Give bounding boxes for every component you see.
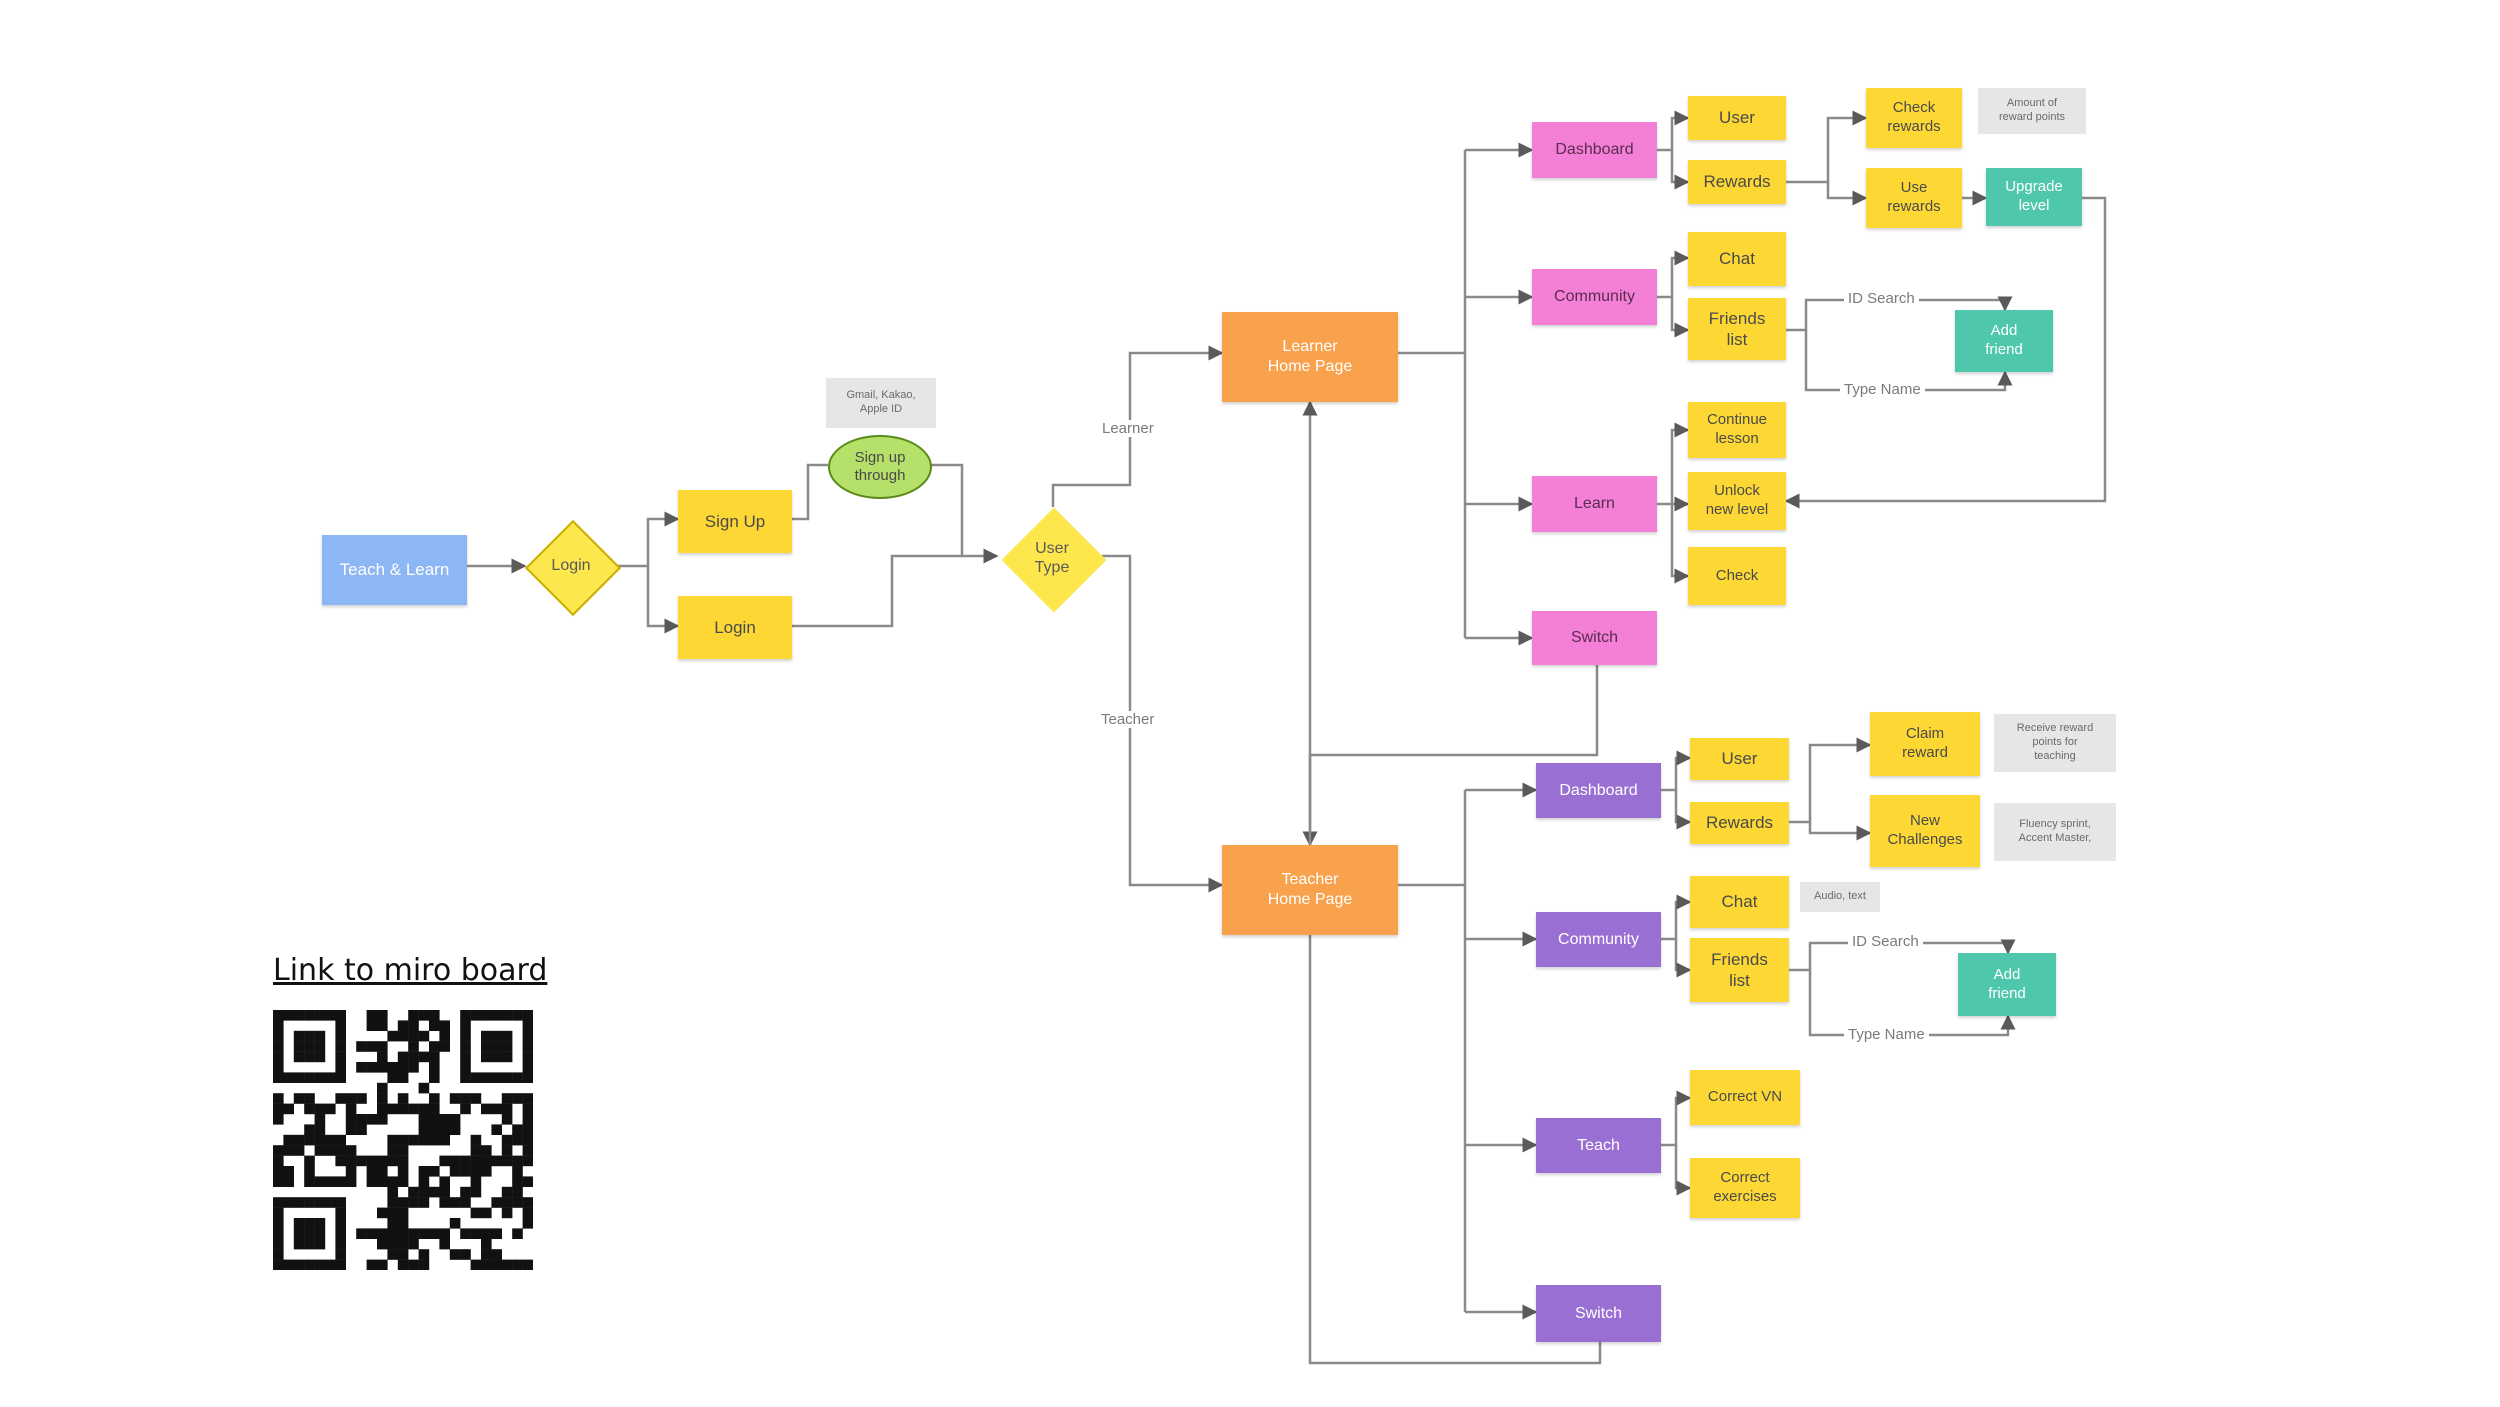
edge-t-rewards-new	[1808, 822, 1872, 841]
edge-login-login	[646, 566, 680, 634]
edge-l-dash-user	[1657, 110, 1690, 152]
teacher-rewards-node: Rewards	[1690, 802, 1789, 844]
teacher-edge-label: Teacher	[1097, 711, 1159, 728]
edge-l-rewards-check	[1786, 110, 1868, 184]
learner-community-node: Community	[1532, 269, 1657, 325]
learner-upgrade-level-node: Upgrade level	[1986, 168, 2082, 226]
learner-switch-node: Switch	[1532, 611, 1657, 665]
edge-loginbox-usertype	[792, 554, 962, 628]
teacher-switch-node: Switch	[1536, 1285, 1661, 1342]
login-node: Login	[678, 596, 792, 659]
edge-l-comm-chat	[1657, 250, 1690, 299]
learner-rewards-node: Rewards	[1688, 160, 1786, 204]
learner-id-search-label: ID Search	[1844, 290, 1919, 307]
teacher-home-node: Teacher Home Page	[1222, 845, 1398, 935]
edge-t-dash-rewards	[1674, 790, 1692, 830]
teacher-teach-node: Teach	[1536, 1118, 1661, 1173]
edge-usertype-learner	[1051, 345, 1224, 507]
edge-l-upgrade-unlock	[1784, 196, 2107, 509]
edge-login-signup	[618, 511, 680, 568]
teacher-challenges-note: Fluency sprint, Accent Master,	[1994, 803, 2116, 861]
teacher-receive-points-note: Receive reward points for teaching	[1994, 714, 2116, 772]
edge-l-learn-check	[1670, 504, 1690, 584]
teacher-community-node: Community	[1536, 912, 1661, 967]
edge-l-rewards-use	[1826, 182, 1868, 206]
learner-continue-lesson-node: Continue lesson	[1688, 402, 1786, 458]
login-decision-label: Login	[551, 557, 591, 575]
teacher-id-search-label: ID Search	[1848, 933, 1923, 950]
edge-l-dash-rewards	[1670, 150, 1690, 190]
teacher-chat-note: Audio, text	[1800, 882, 1880, 912]
learner-add-friend-node: Add friend	[1955, 310, 2053, 372]
edge-l-friends-id	[1786, 296, 2013, 332]
teacher-new-challenges-node: New Challenges	[1870, 795, 1980, 867]
edge-through-usertype	[928, 463, 999, 564]
user-type-decision: User Type	[1001, 507, 1107, 613]
miro-board-link[interactable]: Link to miro board	[273, 953, 548, 988]
sign-up-node: Sign Up	[678, 490, 792, 553]
teacher-chat-node: Chat	[1690, 876, 1789, 928]
teacher-claim-reward-node: Claim reward	[1870, 712, 1980, 776]
edge-t-rewards-claim	[1789, 737, 1872, 824]
teacher-add-friend-node: Add friend	[1958, 953, 2056, 1016]
teacher-correct-exercises-node: Correct exercises	[1690, 1158, 1800, 1218]
teacher-type-name-label: Type Name	[1844, 1026, 1929, 1043]
learner-dashboard-node: Dashboard	[1532, 122, 1657, 178]
edge-t-teach-ex	[1674, 1145, 1692, 1196]
edge-t-comm-chat	[1661, 894, 1692, 941]
sign-up-through-node: Sign up through	[828, 435, 932, 499]
learner-reward-amount-note: Amount of reward points	[1978, 88, 2086, 134]
learner-check-rewards-node: Check rewards	[1866, 88, 1962, 148]
learner-friends-list-node: Friends list	[1688, 298, 1786, 360]
login-decision: Login	[524, 519, 622, 617]
teacher-friends-list-node: Friends list	[1690, 938, 1789, 1002]
user-type-label: User Type	[1034, 539, 1070, 576]
learner-type-name-label: Type Name	[1840, 381, 1925, 398]
edge-signup-through	[792, 463, 828, 521]
edge-l-comm-friends	[1670, 297, 1690, 338]
edge-l-learn-continue	[1657, 422, 1690, 506]
learner-check-node: Check	[1688, 547, 1786, 605]
edge-t-friends-id	[1789, 939, 2016, 972]
qr-code-icon[interactable]	[273, 1010, 533, 1270]
edge-learner-switch-teacher	[1302, 665, 1599, 847]
edge-t-comm-friends	[1674, 939, 1692, 978]
learner-unlock-level-node: Unlock new level	[1688, 472, 1786, 530]
learner-chat-node: Chat	[1688, 232, 1786, 286]
learner-use-rewards-node: Use rewards	[1866, 168, 1962, 228]
teacher-correct-vn-node: Correct VN	[1690, 1070, 1800, 1125]
learner-user-node: User	[1688, 96, 1786, 140]
learner-home-node: Learner Home Page	[1222, 312, 1398, 402]
learner-learn-node: Learn	[1532, 476, 1657, 532]
learner-edge-label: Learner	[1098, 420, 1158, 437]
sign-up-methods-note: Gmail, Kakao, Apple ID	[826, 378, 936, 428]
teacher-user-node: User	[1690, 738, 1789, 780]
teach-and-learn-node: Teach & Learn	[322, 535, 467, 605]
teacher-dashboard-node: Dashboard	[1536, 763, 1661, 818]
edge-t-teach-vn	[1661, 1090, 1692, 1147]
edge-t-dash-user	[1661, 750, 1692, 792]
